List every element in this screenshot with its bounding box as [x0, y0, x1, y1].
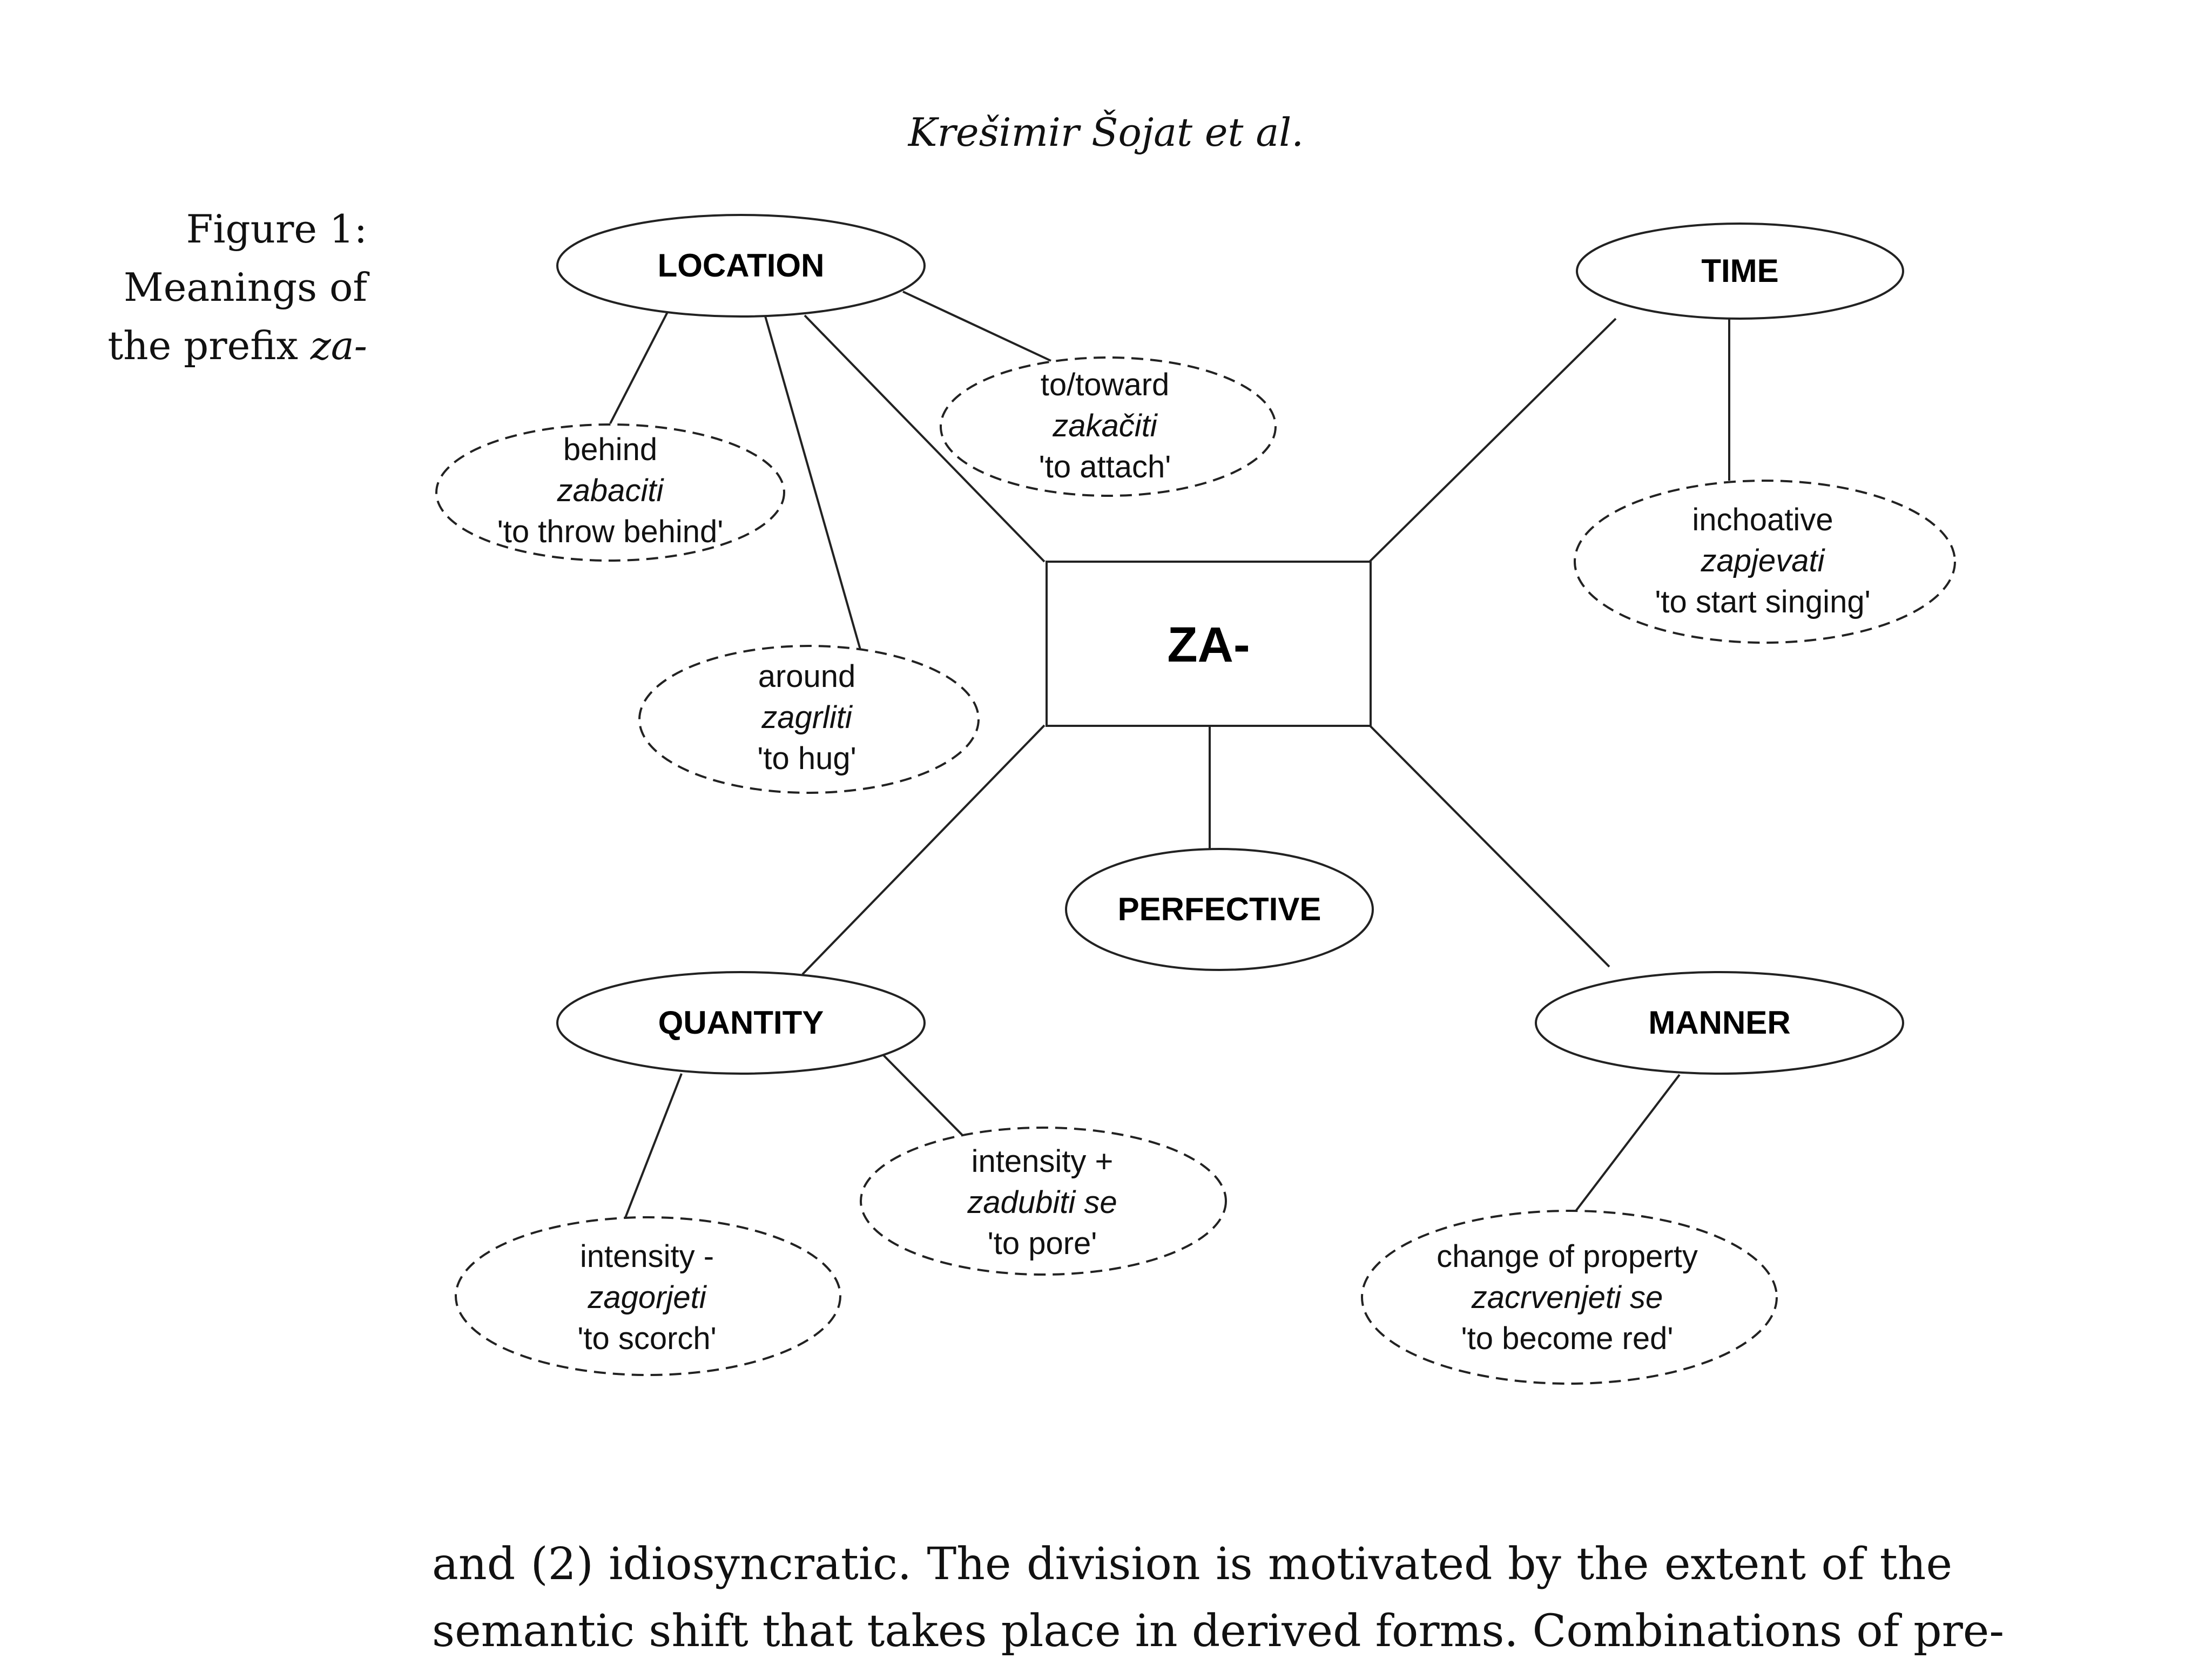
connector-time-center — [1368, 318, 1617, 563]
meaning-intensity-minus-example: zagorjeti — [587, 1280, 707, 1315]
meaning-intensity-plus-example: zadubiti se — [967, 1185, 1117, 1220]
connector-location-behind — [609, 312, 669, 424]
connector-lines — [609, 291, 1730, 1226]
meaning-change-gloss: 'to become red' — [1461, 1321, 1674, 1356]
meaning-inchoative-gloss: 'to start singing' — [1655, 584, 1870, 619]
meaning-behind-ellipse — [435, 423, 785, 562]
connector-manner-change — [1572, 1074, 1681, 1216]
connector-location-around — [764, 314, 862, 652]
meaning-intensity-plus-gloss: 'to pore' — [988, 1226, 1097, 1261]
meaning-intensity-minus-gloss: 'to scorch' — [577, 1321, 716, 1356]
meaning-around-label: around — [758, 659, 856, 694]
connector-center-quantity — [801, 724, 1046, 975]
category-location-label: LOCATION — [658, 247, 825, 284]
running-header: Krešimir Šojat et al. — [908, 110, 1304, 155]
body-line-2: semantic shift that takes place in deriv… — [432, 1606, 2005, 1657]
caption-line-2: Meanings of — [124, 265, 367, 310]
caption-line-1: Figure 1: — [186, 206, 367, 252]
category-time-label: TIME — [1701, 253, 1778, 289]
category-quantity-label: QUANTITY — [658, 1005, 824, 1041]
connector-location-toward — [902, 291, 1051, 362]
meaning-texts: behind zabaciti 'to throw behind' to/tow… — [497, 367, 1871, 1356]
connector-quantity-minus — [621, 1073, 683, 1226]
category-manner-label: MANNER — [1648, 1005, 1790, 1041]
caption-prefix-italic: za- — [310, 323, 367, 368]
meaning-around-ellipse — [638, 645, 980, 794]
meaning-intensity-minus-label: intensity - — [580, 1239, 714, 1274]
meaning-inchoative-label: inchoative — [1692, 502, 1833, 537]
meaning-ellipses — [435, 356, 1956, 1385]
meaning-inchoative-ellipse — [1574, 480, 1956, 644]
category-location: LOCATION — [556, 214, 926, 318]
meaning-change-ellipse — [1361, 1210, 1778, 1385]
body-paragraph: and (2) idiosyncratic. The division is m… — [432, 1531, 2005, 1665]
meaning-behind-label: behind — [563, 432, 657, 467]
meaning-toward-label: to/toward — [1041, 367, 1170, 402]
center-box: ZA- — [1046, 561, 1372, 727]
meaning-toward-example: zakačiti — [1052, 408, 1158, 443]
body-line-1: and (2) idiosyncratic. The division is m… — [432, 1539, 1952, 1590]
connector-quantity-plus — [882, 1054, 973, 1146]
category-perfective: PERFECTIVE — [1065, 848, 1374, 971]
meaning-around-gloss: 'to hug' — [757, 741, 856, 776]
meaning-toward-ellipse — [940, 356, 1277, 497]
caption-prefix-text: the prefix — [107, 323, 311, 368]
meaning-behind-gloss: 'to throw behind' — [497, 514, 724, 549]
meaning-intensity-plus-label: intensity + — [972, 1144, 1114, 1179]
meaning-intensity-plus-ellipse — [860, 1127, 1227, 1276]
caption-line-3: the prefix za- — [76, 316, 367, 375]
connector-location-center — [804, 314, 1046, 563]
meaning-change-label: change of property — [1437, 1239, 1698, 1274]
connector-center-manner — [1368, 724, 1610, 968]
category-quantity: QUANTITY — [556, 971, 926, 1075]
meaning-around-example: zagrliti — [761, 700, 853, 735]
meaning-change-example: zacrvenjeti se — [1471, 1280, 1663, 1315]
meaning-inchoative-example: zapjevati — [1701, 543, 1826, 578]
center-label: ZA- — [1167, 617, 1250, 672]
meaning-toward-gloss: 'to attach' — [1039, 449, 1171, 484]
category-time: TIME — [1576, 223, 1904, 320]
meaning-intensity-minus-ellipse — [455, 1216, 841, 1376]
figure-caption: Figure 1: Meanings of the prefix za- — [76, 200, 367, 375]
meaning-behind-example: zabaciti — [557, 473, 665, 508]
category-manner: MANNER — [1535, 971, 1904, 1075]
category-perfective-label: PERFECTIVE — [1118, 891, 1321, 927]
